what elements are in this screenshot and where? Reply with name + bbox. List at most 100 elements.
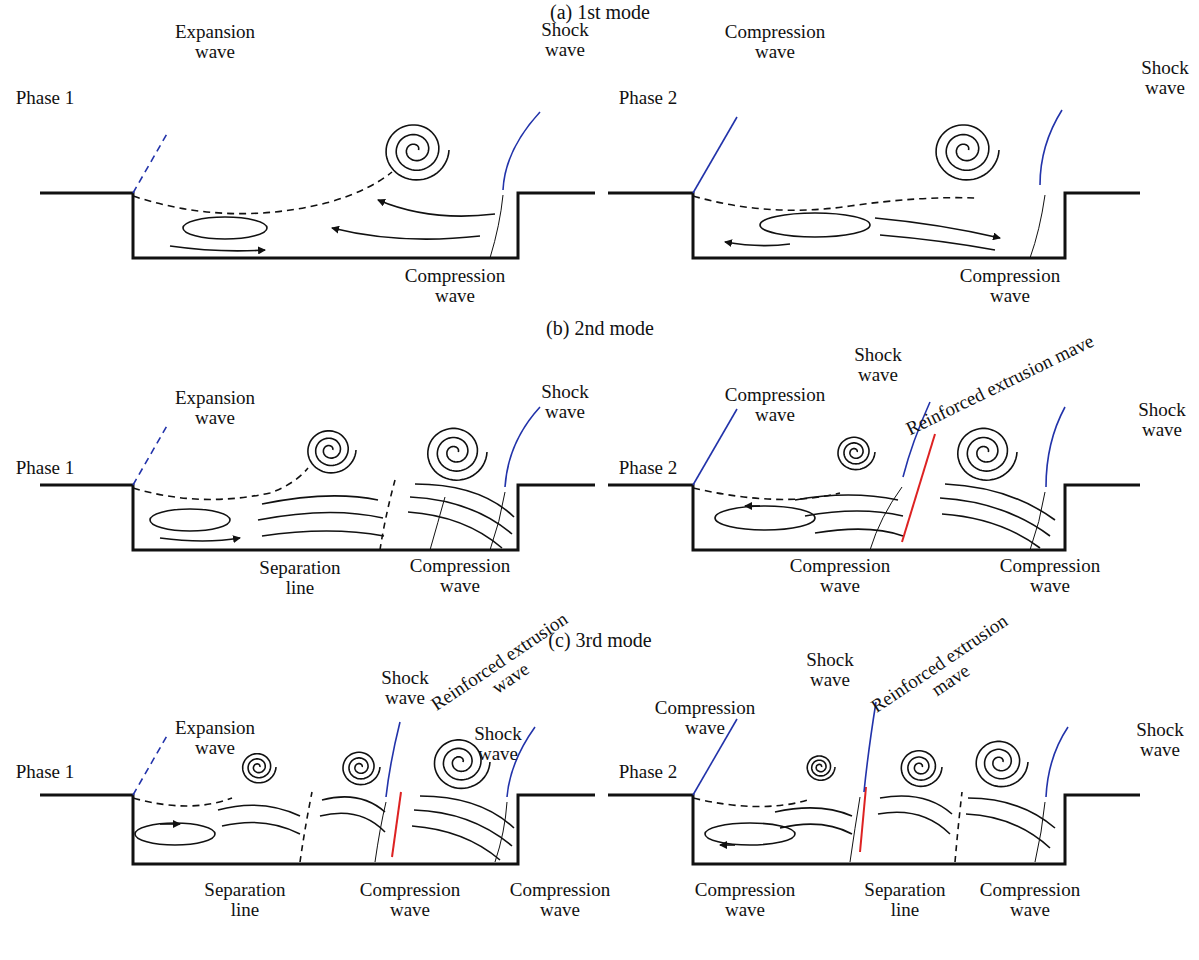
streamline bbox=[258, 512, 383, 520]
flow-label: Compression wave bbox=[680, 880, 810, 920]
flow-label: Shock wave bbox=[535, 20, 595, 60]
shock-wave bbox=[386, 722, 400, 797]
compression-wave bbox=[495, 802, 507, 862]
shear-layer bbox=[133, 798, 232, 806]
streamline bbox=[170, 246, 265, 251]
shock-wave bbox=[505, 407, 540, 487]
vortex-spiral bbox=[243, 754, 276, 783]
streamline bbox=[415, 484, 514, 517]
flow-label: Expansion wave bbox=[160, 22, 270, 62]
vortex-spiral bbox=[901, 751, 942, 787]
flow-label: Compression wave bbox=[710, 385, 840, 425]
vortex-spiral bbox=[428, 428, 487, 480]
streamline bbox=[720, 844, 735, 846]
streamline bbox=[725, 242, 790, 246]
streamline bbox=[262, 496, 378, 504]
shear-layer bbox=[133, 468, 308, 499]
cavity-wall bbox=[608, 193, 1140, 258]
flow-label: Phase 1 bbox=[16, 762, 75, 782]
shock-wave bbox=[503, 112, 540, 190]
shear-layer bbox=[693, 798, 808, 807]
panel-title: (b) 2nd mode bbox=[546, 318, 654, 339]
recirculation bbox=[715, 506, 815, 530]
shock-wave bbox=[1046, 407, 1065, 487]
streamline bbox=[320, 813, 385, 832]
flow-label: Expansion wave bbox=[160, 718, 270, 758]
streamline bbox=[878, 812, 950, 834]
vortex-spiral bbox=[386, 125, 449, 180]
streamline bbox=[815, 529, 903, 536]
streamline bbox=[780, 824, 852, 834]
recirculation bbox=[150, 509, 230, 531]
compression-wave bbox=[1035, 802, 1045, 862]
flow-label: Compression wave bbox=[345, 880, 475, 920]
flow-label: Reinforced extrusion mave bbox=[863, 608, 1026, 736]
flow-label: Shock wave bbox=[468, 724, 528, 764]
shear-layer bbox=[133, 172, 392, 214]
recirculation bbox=[135, 823, 215, 845]
flow-label: Shock wave bbox=[1132, 400, 1192, 440]
compression-wave bbox=[430, 497, 445, 550]
cavity-wall bbox=[608, 485, 1140, 550]
flow-label: Compression wave bbox=[985, 556, 1115, 596]
flow-label: Separation line bbox=[195, 880, 295, 920]
panel-a bbox=[40, 110, 1140, 258]
flow-label: Compression wave bbox=[775, 556, 905, 596]
flow-label: Compression wave bbox=[945, 266, 1075, 306]
streamline bbox=[880, 796, 952, 814]
shock-wave bbox=[1040, 110, 1062, 185]
flow-label: Reinforced extrusion mave bbox=[903, 331, 1097, 439]
recirculation bbox=[760, 213, 870, 237]
separation-line bbox=[955, 792, 962, 862]
streamline bbox=[408, 512, 502, 548]
streamline bbox=[218, 805, 300, 816]
streamline bbox=[875, 218, 1000, 238]
vortex-spiral bbox=[343, 752, 380, 784]
cavity-wall bbox=[40, 193, 595, 258]
compression-wave bbox=[693, 409, 737, 485]
recirculation bbox=[705, 823, 795, 845]
streamline bbox=[940, 498, 1050, 536]
flow-label: Separation line bbox=[855, 880, 955, 920]
vortex-spiral bbox=[807, 756, 835, 780]
streamline bbox=[378, 200, 495, 216]
reinforced-extrusion-wave bbox=[392, 792, 401, 857]
flow-label: Phase 2 bbox=[619, 88, 678, 108]
flow-label: Compression wave bbox=[710, 22, 840, 62]
reinforced-extrusion-wave bbox=[902, 434, 935, 542]
vortex-group bbox=[243, 125, 1028, 788]
shear-layer bbox=[693, 488, 840, 499]
separation-line bbox=[300, 792, 312, 862]
compression-wave bbox=[375, 802, 386, 862]
compression-wave bbox=[850, 797, 860, 862]
streamline bbox=[945, 484, 1055, 520]
shock-wave bbox=[1046, 727, 1068, 797]
recirculation bbox=[183, 217, 267, 239]
flow-label: Shock wave bbox=[848, 345, 908, 385]
streamline bbox=[805, 511, 903, 516]
flow-label: Reinforced extrusion wave bbox=[423, 606, 586, 734]
cavity-wall bbox=[40, 795, 595, 864]
flow-label: Separation line bbox=[250, 558, 350, 598]
flow-label: Shock wave bbox=[375, 668, 435, 708]
expansion-wave bbox=[133, 734, 168, 795]
streamline bbox=[332, 228, 480, 239]
panel-c bbox=[40, 702, 1140, 864]
flow-label: Phase 2 bbox=[619, 458, 678, 478]
flow-label: Compression wave bbox=[395, 556, 525, 596]
flow-label: Compression wave bbox=[965, 880, 1095, 920]
vortex-spiral bbox=[838, 437, 875, 469]
cavity-wall bbox=[40, 485, 595, 550]
flow-label: Shock wave bbox=[800, 650, 860, 690]
streamline bbox=[160, 823, 180, 825]
streamline bbox=[262, 531, 384, 536]
flow-label: Shock wave bbox=[1130, 720, 1190, 760]
reinforced-extrusion-wave bbox=[860, 787, 866, 852]
compression-wave bbox=[693, 117, 737, 193]
flow-label: Shock wave bbox=[535, 382, 595, 422]
compression-wave bbox=[490, 195, 503, 258]
cavity-wall bbox=[608, 795, 1140, 864]
streamline bbox=[745, 505, 760, 507]
